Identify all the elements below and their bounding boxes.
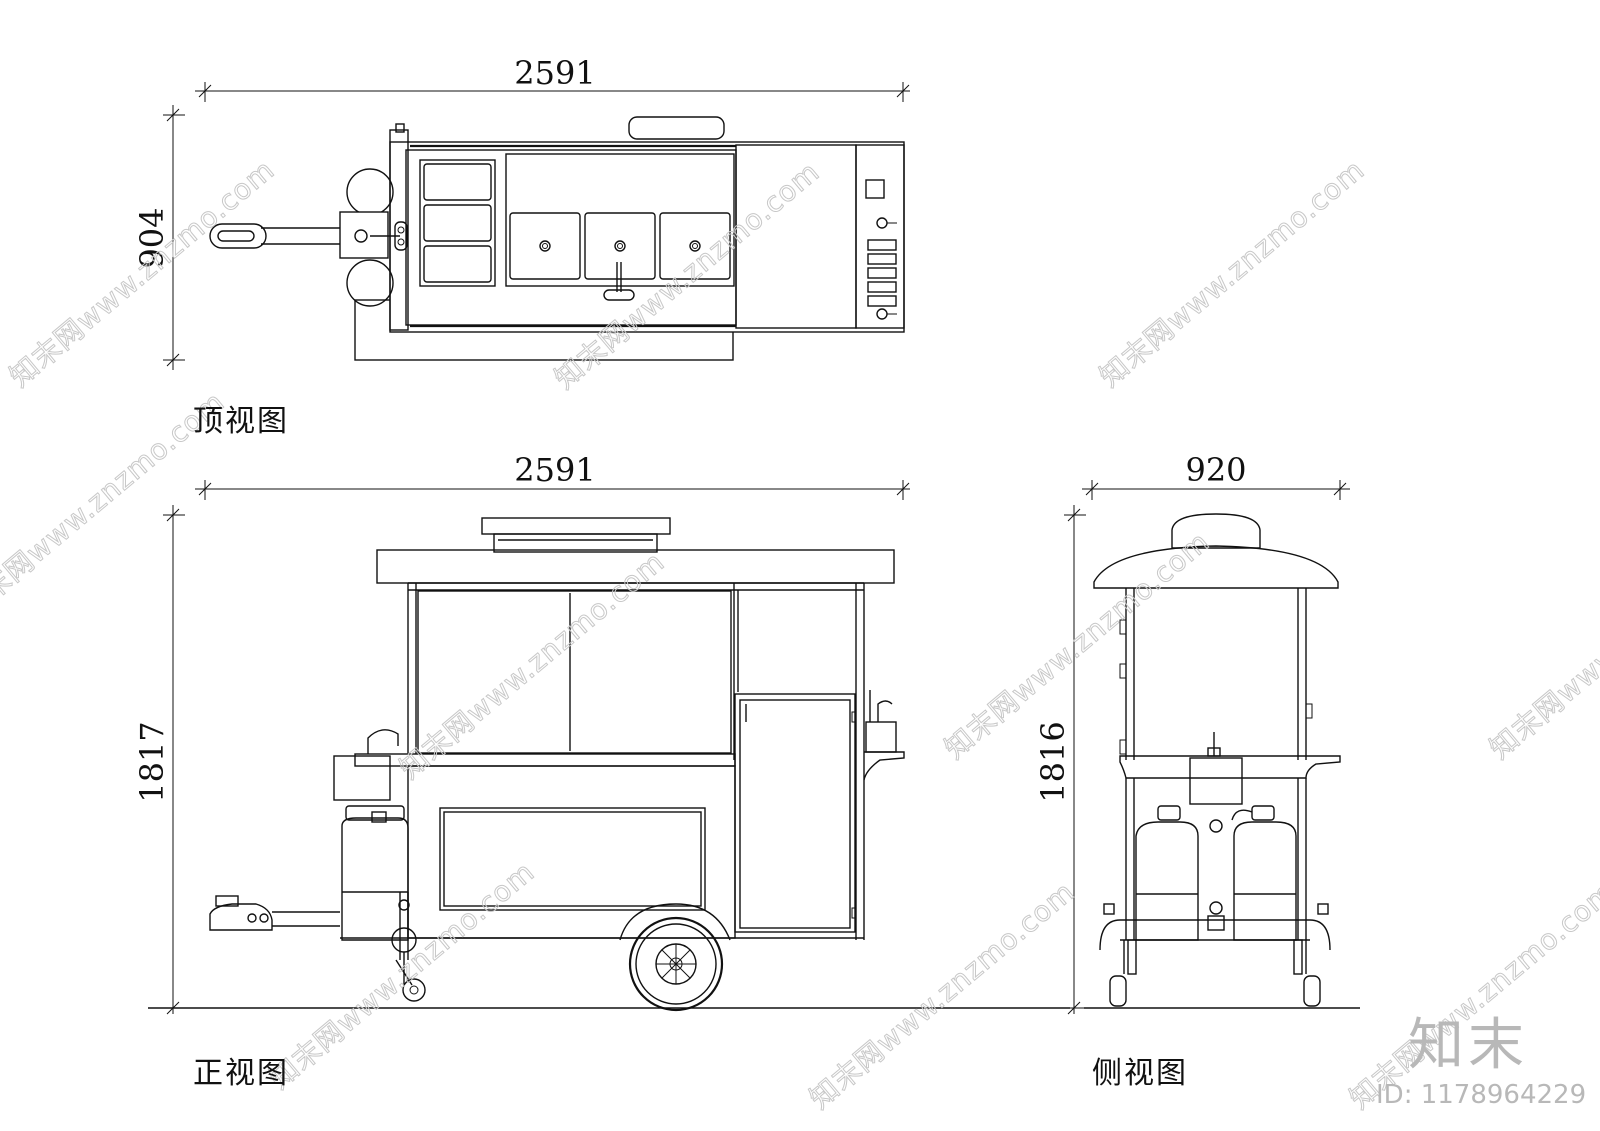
side-view: 920 1816: [1034, 451, 1360, 1015]
side-right-wheel: [1293, 939, 1321, 1007]
front-view: 2591 1817: [133, 451, 1070, 1015]
side-left-wheel: [1109, 939, 1137, 1007]
top-roof-vent: [628, 116, 725, 140]
watermark-text: 知末网www.znzmo.com: [803, 875, 1081, 1115]
top-food-pans: [419, 159, 496, 287]
top-knob-group: [867, 217, 897, 320]
top-sinks: [505, 153, 735, 301]
watermark-text: 知末网www.znzmo.com: [393, 545, 671, 785]
front-door: [734, 693, 856, 933]
front-width-label: 2591: [514, 451, 595, 489]
top-view: 2591 904: [133, 54, 910, 370]
top-view-label: 顶视图: [193, 404, 289, 439]
side-height-label: 1816: [1034, 721, 1072, 802]
side-view-label: 侧视图: [1092, 1056, 1188, 1091]
watermark-text: 知末网www.znzmo.com: [1093, 153, 1371, 393]
side-gas-cylinders: [1135, 805, 1297, 941]
front-height-label: 1817: [133, 721, 171, 802]
side-sink: [1189, 757, 1243, 805]
side-wheel-frame: [1099, 919, 1331, 951]
top-depth-dimension: 904: [133, 105, 185, 370]
side-width-dimension: 920: [1082, 451, 1350, 500]
front-gas-cylinder: [341, 805, 409, 941]
front-view-label: 正视图: [193, 1056, 289, 1091]
front-jack-stand: [391, 892, 426, 1002]
front-height-dimension: 1817: [133, 505, 185, 1015]
watermark-text: 知末网www.znzmo.com: [3, 153, 281, 393]
front-faucet: [367, 729, 399, 754]
top-control-box: [865, 179, 885, 199]
brand-watermark: 知末: [1408, 1013, 1528, 1078]
image-id: ID: 1178964229: [1376, 1080, 1587, 1110]
front-tow-hitch: [209, 895, 340, 931]
side-width-label: 920: [1185, 451, 1246, 489]
watermark-text: 知末网www.znzmo.com: [938, 525, 1216, 765]
top-width-label: 2591: [514, 54, 595, 92]
front-sink-box: [333, 755, 391, 801]
front-width-dimension: 2591: [195, 451, 910, 500]
top-hitch-assembly: [209, 123, 409, 331]
front-condiment-box: [865, 721, 897, 753]
front-window: [417, 590, 732, 754]
side-roof-vent: [1171, 513, 1261, 549]
top-width-dimension: 2591: [195, 54, 910, 102]
side-height-dimension: 1816: [1034, 505, 1086, 1015]
watermark-text: 知末网www.znzmo.com: [263, 855, 541, 1095]
side-canopy: [1093, 545, 1339, 589]
watermark-text: 知末网www.znzmo.com: [1483, 525, 1600, 765]
front-signboard: [439, 807, 706, 911]
front-roof-vent: [481, 517, 671, 535]
front-side-shelf: [863, 751, 905, 781]
top-depth-label: 904: [133, 207, 171, 268]
front-wheel: [619, 903, 731, 1012]
side-counter: [1119, 755, 1341, 779]
